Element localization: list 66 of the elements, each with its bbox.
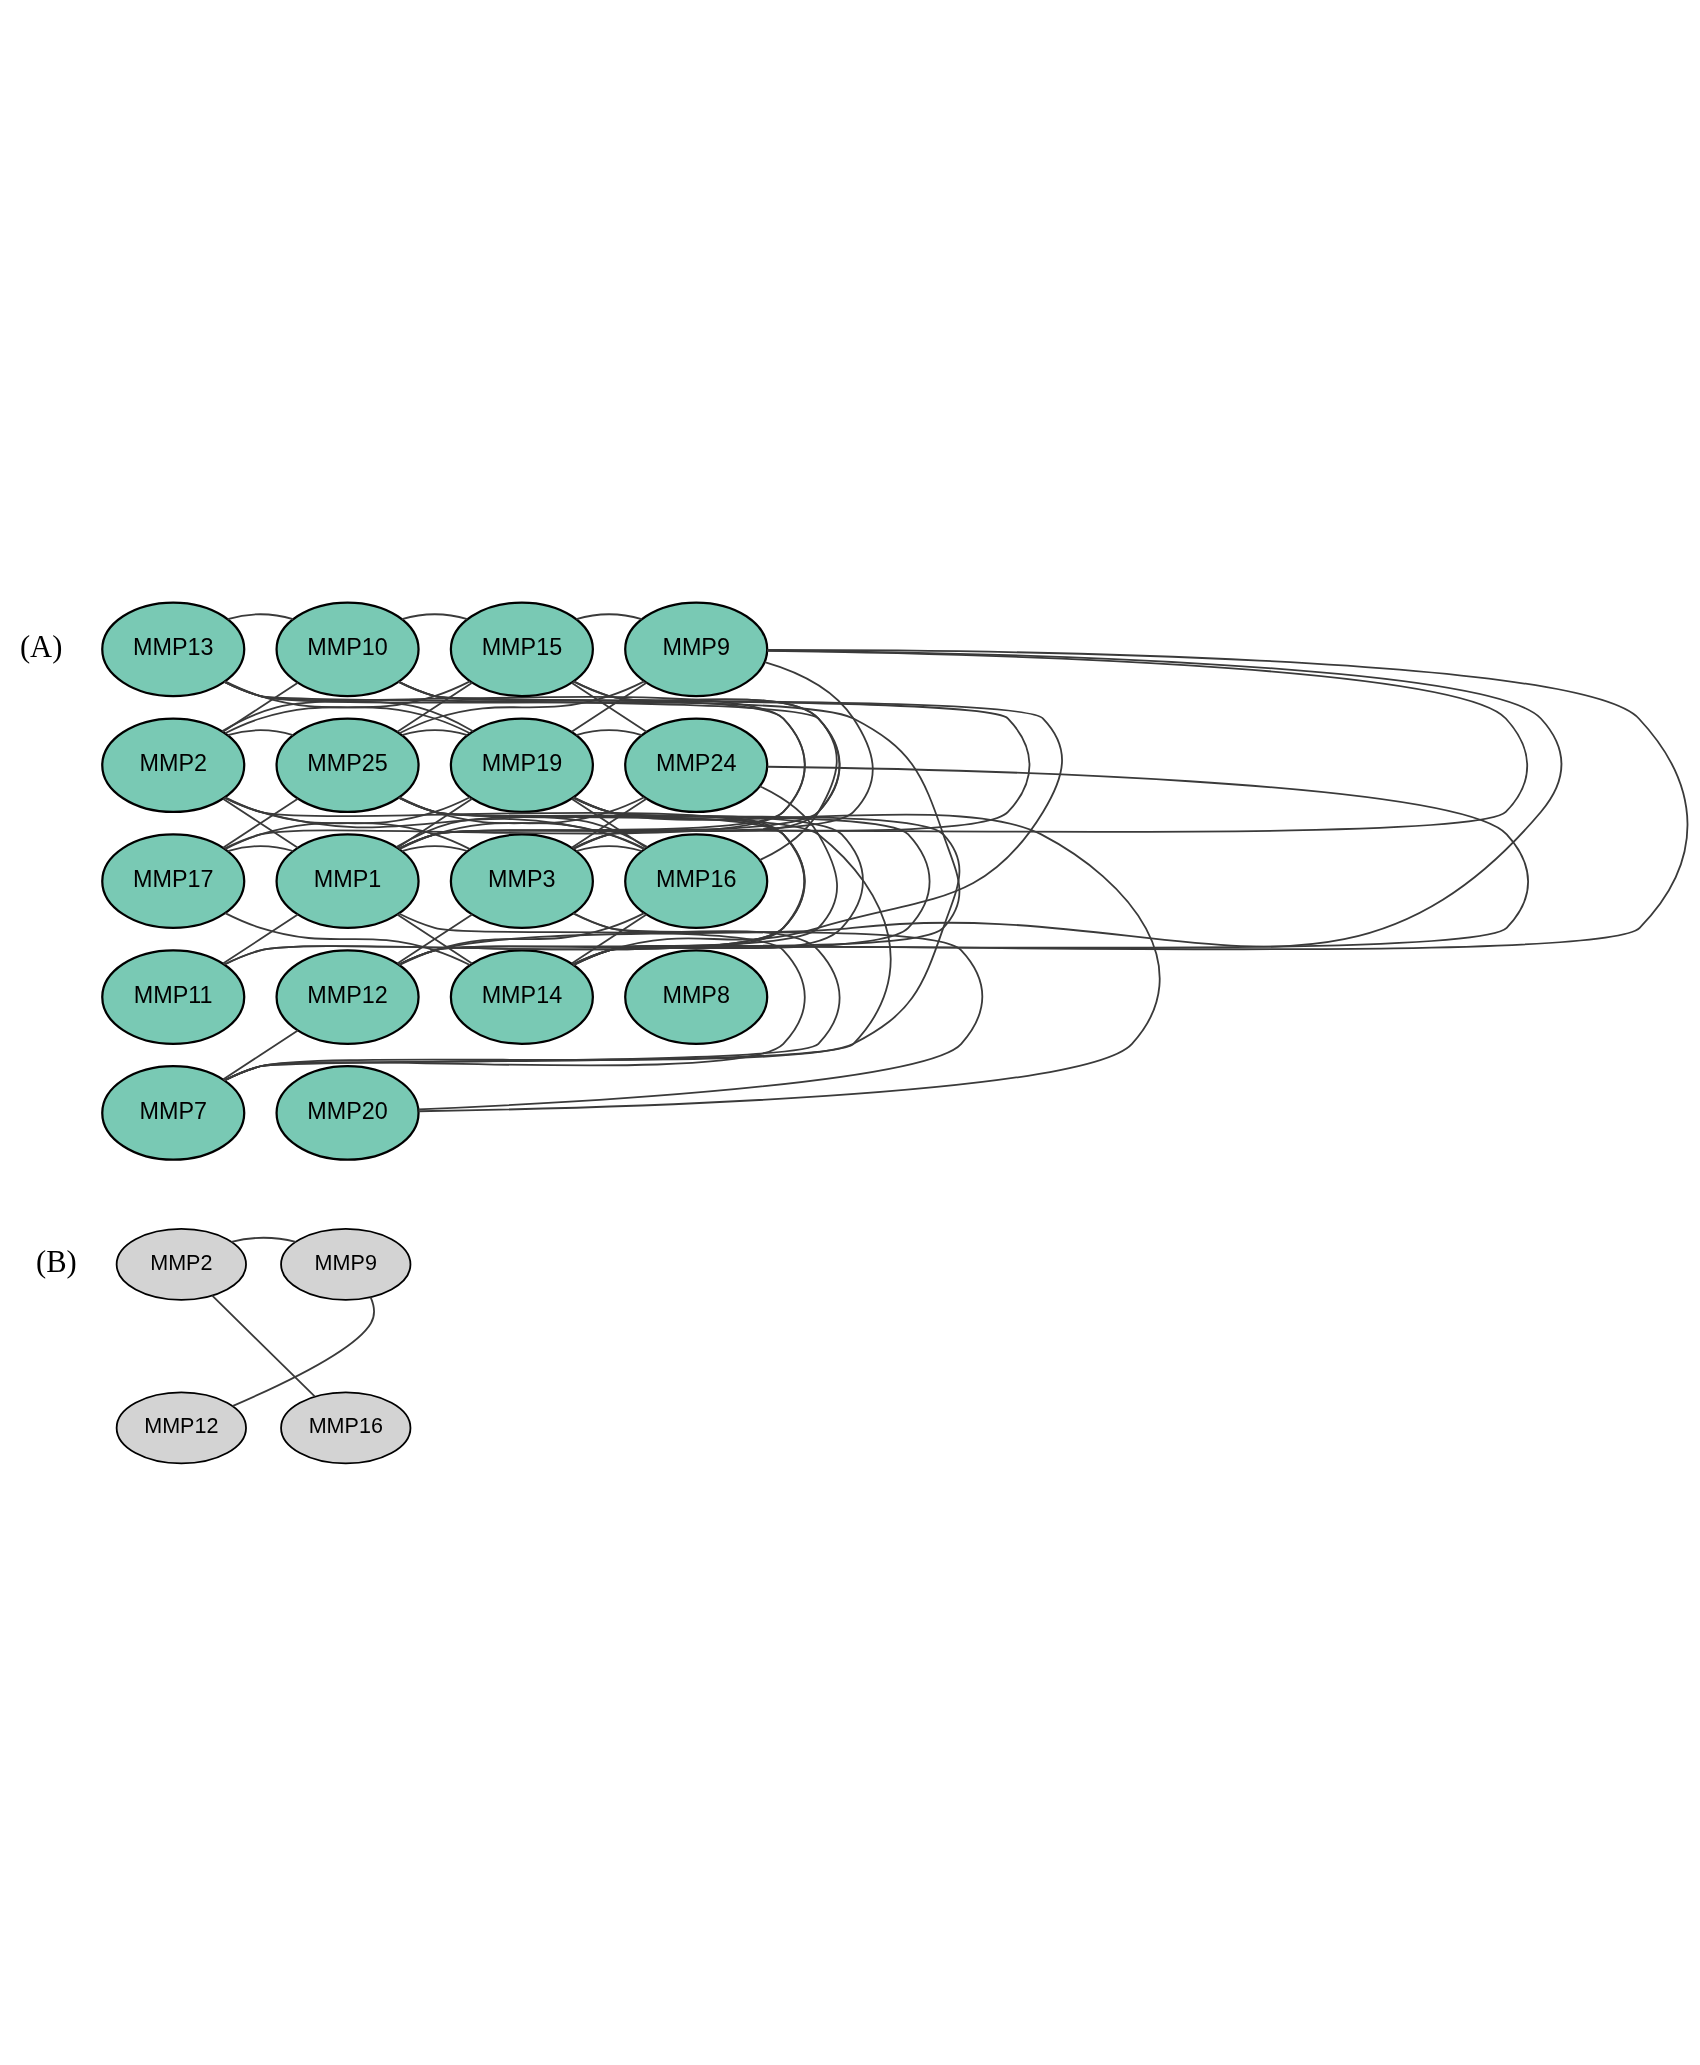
connector	[571, 649, 1529, 849]
connector	[224, 911, 471, 966]
node-ellipse: MMP1	[275, 832, 420, 929]
node-ellipse: MMP13	[101, 600, 246, 697]
node-ellipse: MMP11	[101, 948, 246, 1045]
connector	[572, 680, 838, 861]
connector	[222, 1029, 299, 1080]
node-ellipse: MMP16	[624, 832, 769, 929]
connector	[223, 796, 646, 850]
connector	[224, 679, 471, 734]
node-ellipse: MMP9	[280, 1227, 412, 1301]
connector	[417, 912, 984, 1110]
node-ellipse: MMP10	[275, 600, 420, 697]
node-ellipse: MMP14	[449, 948, 594, 1045]
connector	[417, 796, 1161, 1112]
node-ellipse: MMP15	[449, 600, 594, 697]
connector	[223, 680, 961, 966]
connector	[570, 681, 648, 733]
connector	[398, 795, 646, 850]
connector	[224, 795, 471, 850]
connector	[401, 728, 469, 736]
connector	[397, 660, 874, 850]
node-ellipse: MMP2	[115, 1227, 247, 1301]
connector	[397, 680, 1063, 966]
node-ellipse: MMP12	[115, 1391, 247, 1464]
node-ellipse: MMP9	[624, 600, 769, 697]
node-ellipse: MMP2	[101, 716, 246, 813]
connector	[575, 612, 643, 620]
connector	[221, 699, 474, 732]
node-ellipse: MMP17	[101, 832, 246, 929]
connector	[231, 1295, 375, 1407]
connector	[230, 1236, 297, 1243]
node-ellipse: MMP12	[275, 948, 420, 1045]
node-ellipse: MMP7	[101, 1064, 246, 1161]
connector	[571, 765, 1529, 965]
node-ellipse: MMP16	[280, 1391, 412, 1464]
connector	[222, 913, 299, 964]
connector	[398, 911, 646, 966]
connector	[575, 728, 643, 736]
connector	[397, 649, 1563, 965]
label: (B)	[36, 1244, 77, 1279]
connector	[397, 680, 841, 850]
connector	[401, 844, 469, 852]
node-ellipse: MMP19	[449, 716, 594, 813]
connector	[211, 1294, 316, 1397]
connector	[398, 679, 646, 734]
connector	[395, 815, 649, 848]
connector	[226, 612, 294, 620]
connector	[397, 680, 1031, 850]
connector	[570, 797, 648, 849]
connector	[401, 612, 469, 620]
connector	[226, 844, 294, 852]
connector	[396, 681, 474, 733]
connector	[226, 728, 294, 736]
node-ellipse: MMP20	[275, 1064, 420, 1161]
node-ellipse: MMP25	[275, 716, 420, 813]
connector	[570, 913, 648, 964]
connector	[222, 681, 299, 733]
node-ellipse: MMP8	[624, 948, 769, 1045]
connector	[222, 797, 299, 849]
label: (A)	[19, 629, 63, 664]
connector	[575, 844, 643, 852]
node-ellipse: MMP3	[449, 832, 594, 929]
node-ellipse: MMP24	[624, 716, 769, 813]
connector	[571, 648, 1689, 965]
connector	[396, 797, 474, 849]
